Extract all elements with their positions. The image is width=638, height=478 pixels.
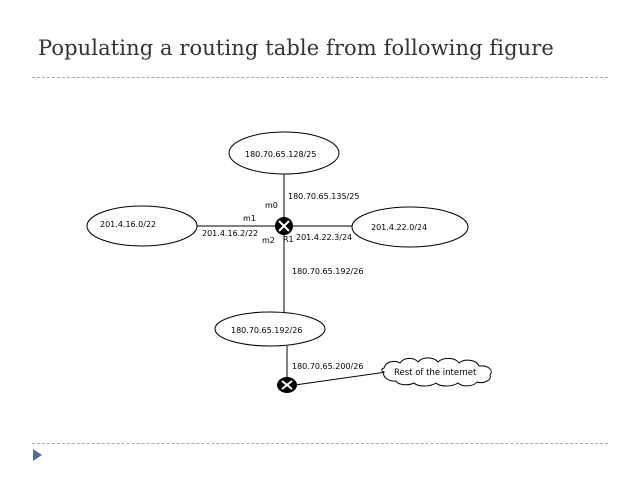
router-icon: [275, 217, 293, 235]
interface-m2-label: m2: [262, 236, 275, 245]
internet-cloud-icon: [381, 357, 492, 387]
interface-m2-address: 201.4.22.3/24: [296, 233, 352, 242]
interface-m0-label: m0: [265, 201, 278, 210]
slide-title: Populating a routing table from followin…: [38, 36, 554, 60]
network-top-ellipse: [228, 131, 340, 175]
title-divider: [32, 77, 608, 78]
bottom-link-address: 180.70.65.192/26: [292, 267, 363, 276]
network-left-label: 201.4.16.0/22: [100, 220, 156, 229]
gateway-address: 180.70.65.200/26: [292, 362, 363, 371]
gateway-router-icon: [277, 377, 297, 393]
link-internet: [294, 371, 387, 386]
network-bottom-label: 180.70.65.192/26: [231, 326, 302, 335]
network-right-ellipse: [351, 206, 469, 248]
network-bottom-ellipse: [214, 311, 326, 347]
interface-m1-label: m1: [243, 214, 256, 223]
network-left-ellipse: [86, 205, 198, 247]
router-name-label: R1: [283, 235, 294, 244]
network-right-label: 201.4.22.0/24: [371, 223, 427, 232]
footer-divider: [32, 443, 608, 444]
bullet-arrow-icon: [33, 449, 42, 461]
interface-m0-address: 180.70.65.135/25: [288, 192, 359, 201]
network-top-label: 180.70.65.128/25: [245, 150, 316, 159]
internet-label: Rest of the internet: [394, 368, 477, 378]
interface-m1-address: 201.4.16.2/22: [202, 229, 258, 238]
